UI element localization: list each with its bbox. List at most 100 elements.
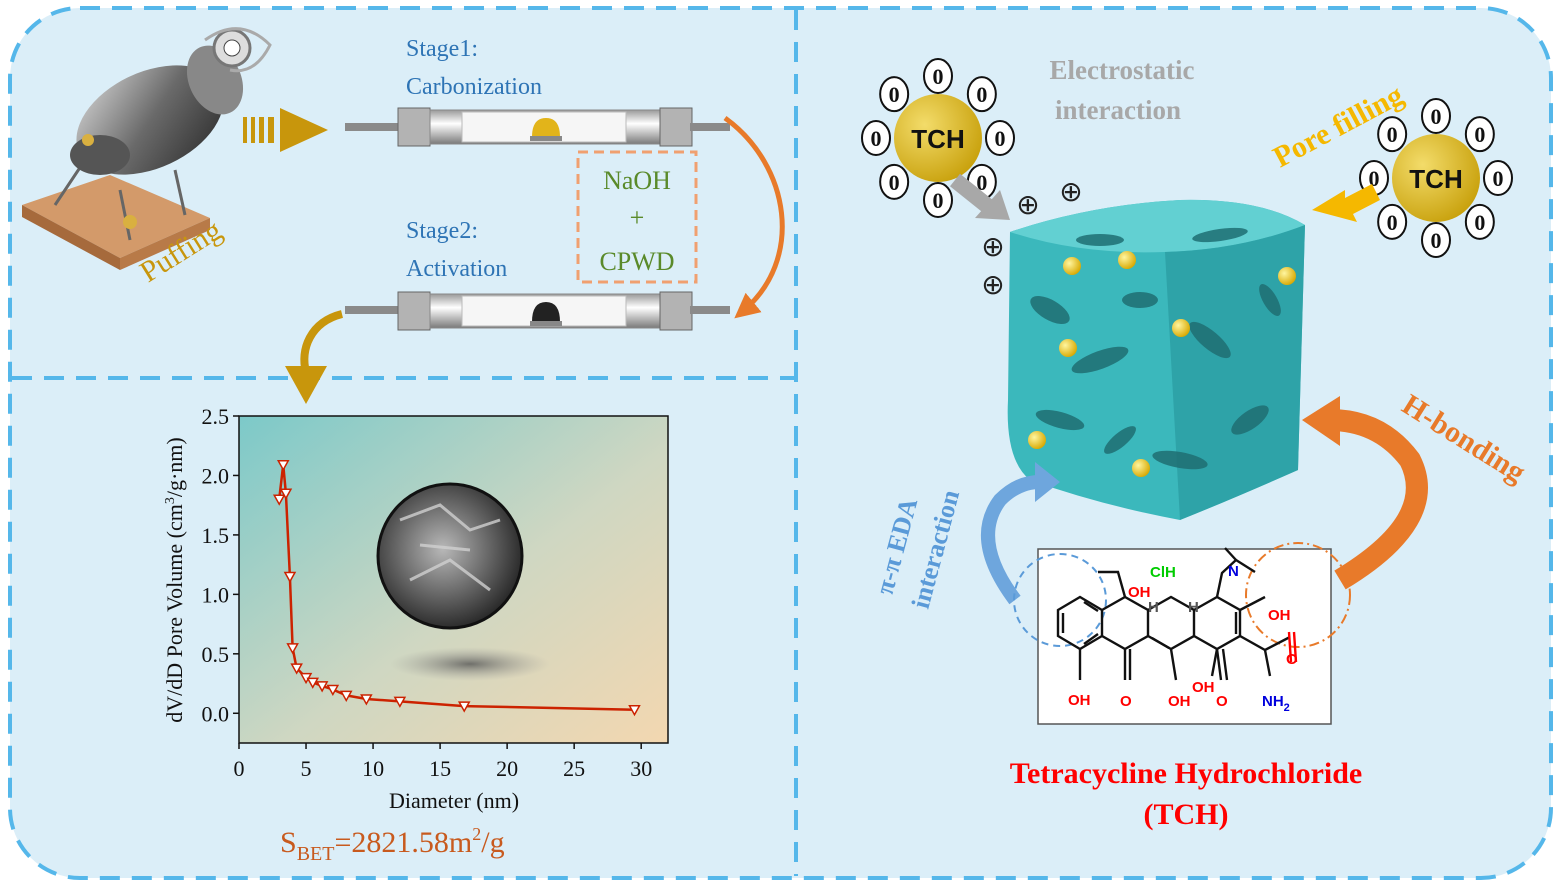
anion-zero: 0: [871, 126, 882, 151]
svg-text:OH: OH: [1168, 693, 1191, 710]
anion-circle: [1464, 116, 1495, 153]
to-chart-arrow: [285, 310, 344, 404]
stage1-title: Stage1:: [406, 36, 478, 62]
tch-structure-atoms: ClH OH H H N OH OH O OH OH O O NH2: [1068, 563, 1298, 714]
x-tick-label: 0: [234, 756, 245, 781]
svg-text:OH: OH: [1192, 679, 1215, 696]
data-point: [283, 571, 297, 584]
anion-zero: 0: [933, 188, 944, 213]
anion-circle: [879, 76, 910, 113]
svg-text:OH: OH: [1068, 692, 1091, 709]
anion-circle: [966, 76, 997, 113]
y-tick-label: 0.5: [202, 642, 230, 667]
data-point: [360, 694, 373, 706]
tch-label-left: TCH: [911, 124, 964, 154]
puffing-arrow: [243, 108, 328, 152]
data-point: [306, 677, 320, 689]
anion-circle: [861, 120, 891, 156]
anion-circle: [923, 58, 953, 94]
data-point: [339, 690, 353, 702]
panel-border: [8, 6, 1553, 880]
x-tick-label: 10: [362, 756, 384, 781]
x-axis-label: Diameter (nm): [389, 788, 519, 813]
tch-label-right: TCH: [1409, 164, 1462, 194]
data-point: [286, 643, 299, 655]
y-axis-label: dV/dD Pore Volume (cm3/g·nm): [162, 437, 187, 722]
x-tick-label: 15: [429, 756, 451, 781]
y-tick-label: 2.5: [202, 404, 230, 429]
hbond-highlight-circle: [1245, 542, 1351, 648]
svg-text:OH: OH: [1268, 607, 1291, 624]
anion-zero: 0: [1474, 210, 1485, 235]
anion-zero: 0: [1474, 122, 1485, 147]
plus-charge-2: ⊕: [1059, 176, 1082, 207]
anion-zero: 0: [976, 170, 987, 195]
x-tick-label: 25: [563, 756, 585, 781]
anion-circle: [1377, 203, 1408, 240]
compound-name: Tetracycline Hydrochloride: [1010, 757, 1362, 790]
plus-charge-1: ⊕: [1016, 189, 1039, 220]
porous-carbon-cube: [1007, 199, 1305, 521]
reagent-box: [576, 150, 698, 284]
tch-molecule-right: TCH: [1392, 134, 1480, 222]
anion-circle: [1421, 98, 1451, 134]
tube-furnace-activation: [345, 291, 730, 331]
anion-zero: 0: [889, 82, 900, 107]
pi-highlight-circle: [1013, 553, 1107, 647]
sem-image-circle: [376, 482, 524, 630]
series-points: [272, 460, 641, 717]
plot-frame: [238, 415, 669, 744]
reagent-naoh: NaOH: [603, 166, 671, 195]
electrostatic-subtitle: interaction: [1055, 95, 1181, 125]
tube-furnace-carbonization: [345, 107, 730, 147]
x-tick-label: 20: [496, 756, 518, 781]
x-tick-label: 30: [630, 756, 652, 781]
pore-filling-arrow: [1312, 184, 1380, 222]
y-tick-label: 1.0: [202, 582, 230, 607]
data-point: [393, 696, 407, 708]
y-tick-label: 0.0: [202, 701, 230, 726]
reagent-cpwd: CPWD: [599, 247, 674, 276]
data-point: [326, 684, 340, 697]
electrostatic-arrow: [950, 173, 1010, 220]
y-tick-label: 1.5: [202, 523, 230, 548]
anion-circle: [985, 120, 1015, 156]
svg-text:H: H: [1148, 599, 1159, 616]
anion-circle: [879, 163, 910, 200]
tch-structure-box: [1037, 548, 1332, 725]
electrostatic-title: Electrostatic: [1050, 55, 1195, 85]
tch-molecule-left: TCH: [894, 94, 982, 182]
x-tick-label: 5: [301, 756, 312, 781]
anion-zero: 0: [1431, 104, 1442, 129]
svg-text:ClH: ClH: [1150, 564, 1176, 581]
anion-circle: [1464, 203, 1495, 240]
anion-circle: [1483, 160, 1513, 196]
data-point: [457, 701, 471, 713]
data-point: [276, 460, 290, 472]
svg-text:O: O: [1120, 693, 1132, 710]
svg-text:N: N: [1228, 563, 1239, 580]
svg-text:OH: OH: [1128, 584, 1151, 601]
anion-zero: 0: [1387, 122, 1398, 147]
plus-charge-4: ⊕: [981, 269, 1004, 300]
anion-zero: 0: [1387, 210, 1398, 235]
anion-zero: 0: [1493, 166, 1504, 191]
anion-zero: 0: [976, 82, 987, 107]
stage1-subtitle: Carbonization: [406, 74, 542, 100]
svg-text:NH2: NH2: [1262, 693, 1290, 714]
stage2-subtitle: Activation: [406, 256, 507, 282]
plus-charge-3: ⊕: [981, 231, 1004, 262]
anion-circle: [1377, 116, 1408, 153]
stage-transition-arrow: [723, 115, 785, 319]
anion-zero: 0: [1431, 228, 1442, 253]
data-point: [290, 663, 303, 675]
puffing-machine-illustration: [22, 27, 272, 270]
data-point: [272, 494, 286, 506]
data-point: [279, 488, 293, 500]
anion-circle: [923, 182, 953, 218]
pi-pi-arrow: [981, 462, 1060, 605]
